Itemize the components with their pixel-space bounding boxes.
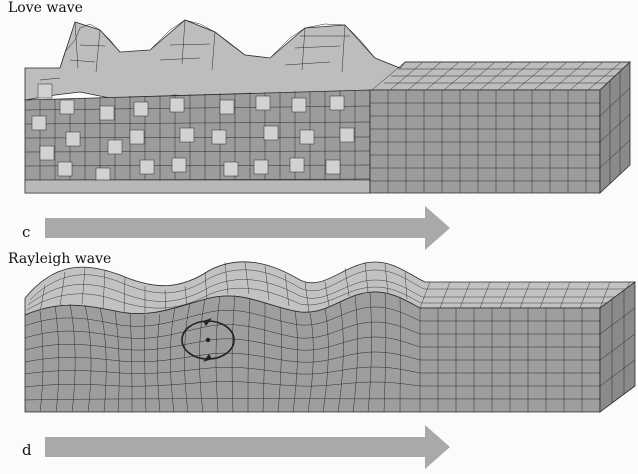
rayleigh-wave-side-face (599, 281, 636, 413)
love-displaced-blocks (31, 83, 355, 183)
particle-orbit-ellipse (181, 318, 235, 362)
panel-letter-c: c (22, 223, 31, 241)
rayleigh-wave-title: Rayleigh wave (8, 251, 112, 267)
love-propagation-arrow (45, 206, 450, 250)
love-wave-side-face (599, 61, 631, 194)
rayleigh-wave-front-face (24, 291, 601, 413)
rayleigh-wave-block (24, 261, 637, 413)
rayleigh-propagation-arrow (45, 425, 450, 469)
love-wave-front-face (24, 83, 371, 194)
love-wave-block (24, 19, 632, 194)
love-wave-undisturbed-front (369, 89, 601, 194)
love-wave-top-surface (24, 19, 632, 101)
panel-letter-d: d (22, 441, 32, 459)
love-wave-title: Love wave (8, 0, 83, 16)
love-top-grid (39, 19, 630, 91)
